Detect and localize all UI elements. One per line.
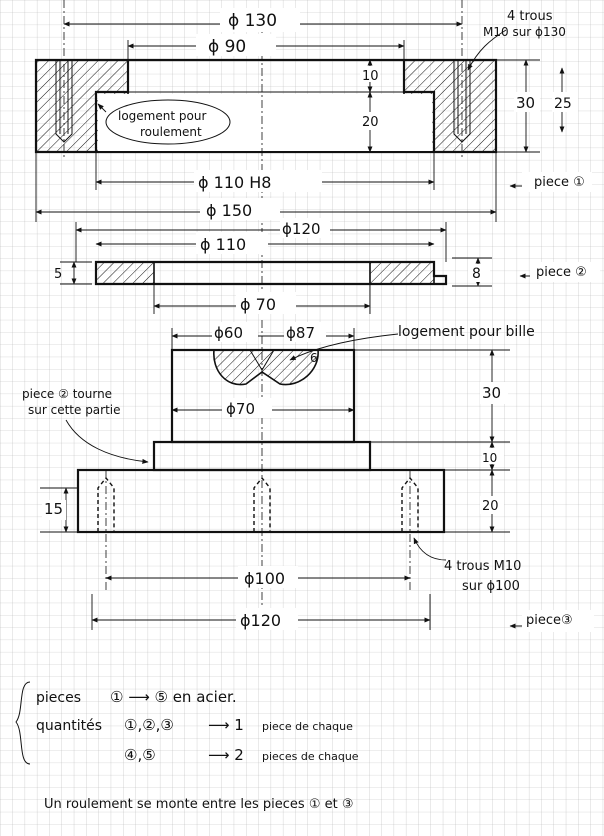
part3-ball-seat: logement pour bille	[398, 324, 535, 340]
part3-label: piece③	[526, 613, 573, 628]
part1-holes-line1: 4 trous	[507, 9, 553, 24]
part3-h20: 20	[482, 499, 499, 514]
part3-h10: 10	[482, 451, 497, 465]
part3-drawing	[76, 320, 446, 620]
notes-line3-d: pieces de chaque	[262, 750, 359, 763]
part2-h8: 8	[472, 266, 481, 282]
part2-d70: ϕ 70	[240, 295, 276, 314]
notes-footer: Un roulement se monte entre les pieces ①…	[44, 797, 354, 812]
part3-d70: ϕ70	[226, 400, 255, 418]
part1-h25: 25	[554, 96, 572, 112]
part1-d110h8: ϕ 110 H8	[198, 173, 271, 192]
part3-d120: ϕ120	[240, 611, 281, 630]
notes-line2-b: ①,②,③	[124, 716, 174, 734]
notes-line2-d: piece de chaque	[262, 720, 353, 733]
part1-h30: 30	[516, 94, 535, 112]
part2-drawing	[94, 260, 448, 286]
part1-bearing-seat-line1: logement pour	[118, 109, 206, 123]
notes-brace	[15, 681, 31, 765]
part1-bearing-seat-line2: roulement	[140, 125, 202, 139]
notes-line3-c: ⟶ 2	[208, 746, 244, 764]
part3-rotates-line2: sur cette partie	[28, 403, 121, 417]
part3-d100: ϕ100	[244, 569, 285, 588]
notes-line2-a: quantités	[36, 718, 102, 734]
part2-d150: ϕ 150	[206, 201, 252, 220]
part3-h30: 30	[482, 384, 501, 402]
part1-label: piece ①	[534, 175, 585, 190]
notes-line1-b: ① ⟶ ⑤ en acier.	[110, 688, 237, 706]
part3-d60: ϕ60	[214, 324, 243, 342]
part1-d90: ϕ 90	[208, 37, 246, 57]
part2-h5: 5	[54, 267, 62, 282]
part3-rotates-line1: piece ② tourne	[22, 387, 112, 401]
part1-h10: 10	[362, 69, 379, 84]
part2-d120: ϕ120	[282, 220, 321, 238]
notes-line1-a: pieces	[36, 690, 81, 706]
part2-d110: ϕ 110	[200, 235, 246, 254]
part1-holes-line2: M10 sur ϕ130	[483, 25, 566, 39]
notes-line3-b: ④,⑤	[124, 746, 156, 764]
part1-h20: 20	[362, 115, 379, 130]
notes-line2-c: ⟶ 1	[208, 716, 244, 734]
part3-h15: 15	[44, 500, 63, 518]
part3-r6: 6	[310, 351, 318, 365]
part3-d87: ϕ87	[286, 324, 315, 342]
part2-label: piece ②	[536, 265, 587, 280]
part1-d130: ϕ 130	[228, 11, 277, 31]
part3-holes-line2: sur ϕ100	[462, 579, 520, 594]
part3-holes-line1: 4 trous M10	[444, 559, 521, 574]
